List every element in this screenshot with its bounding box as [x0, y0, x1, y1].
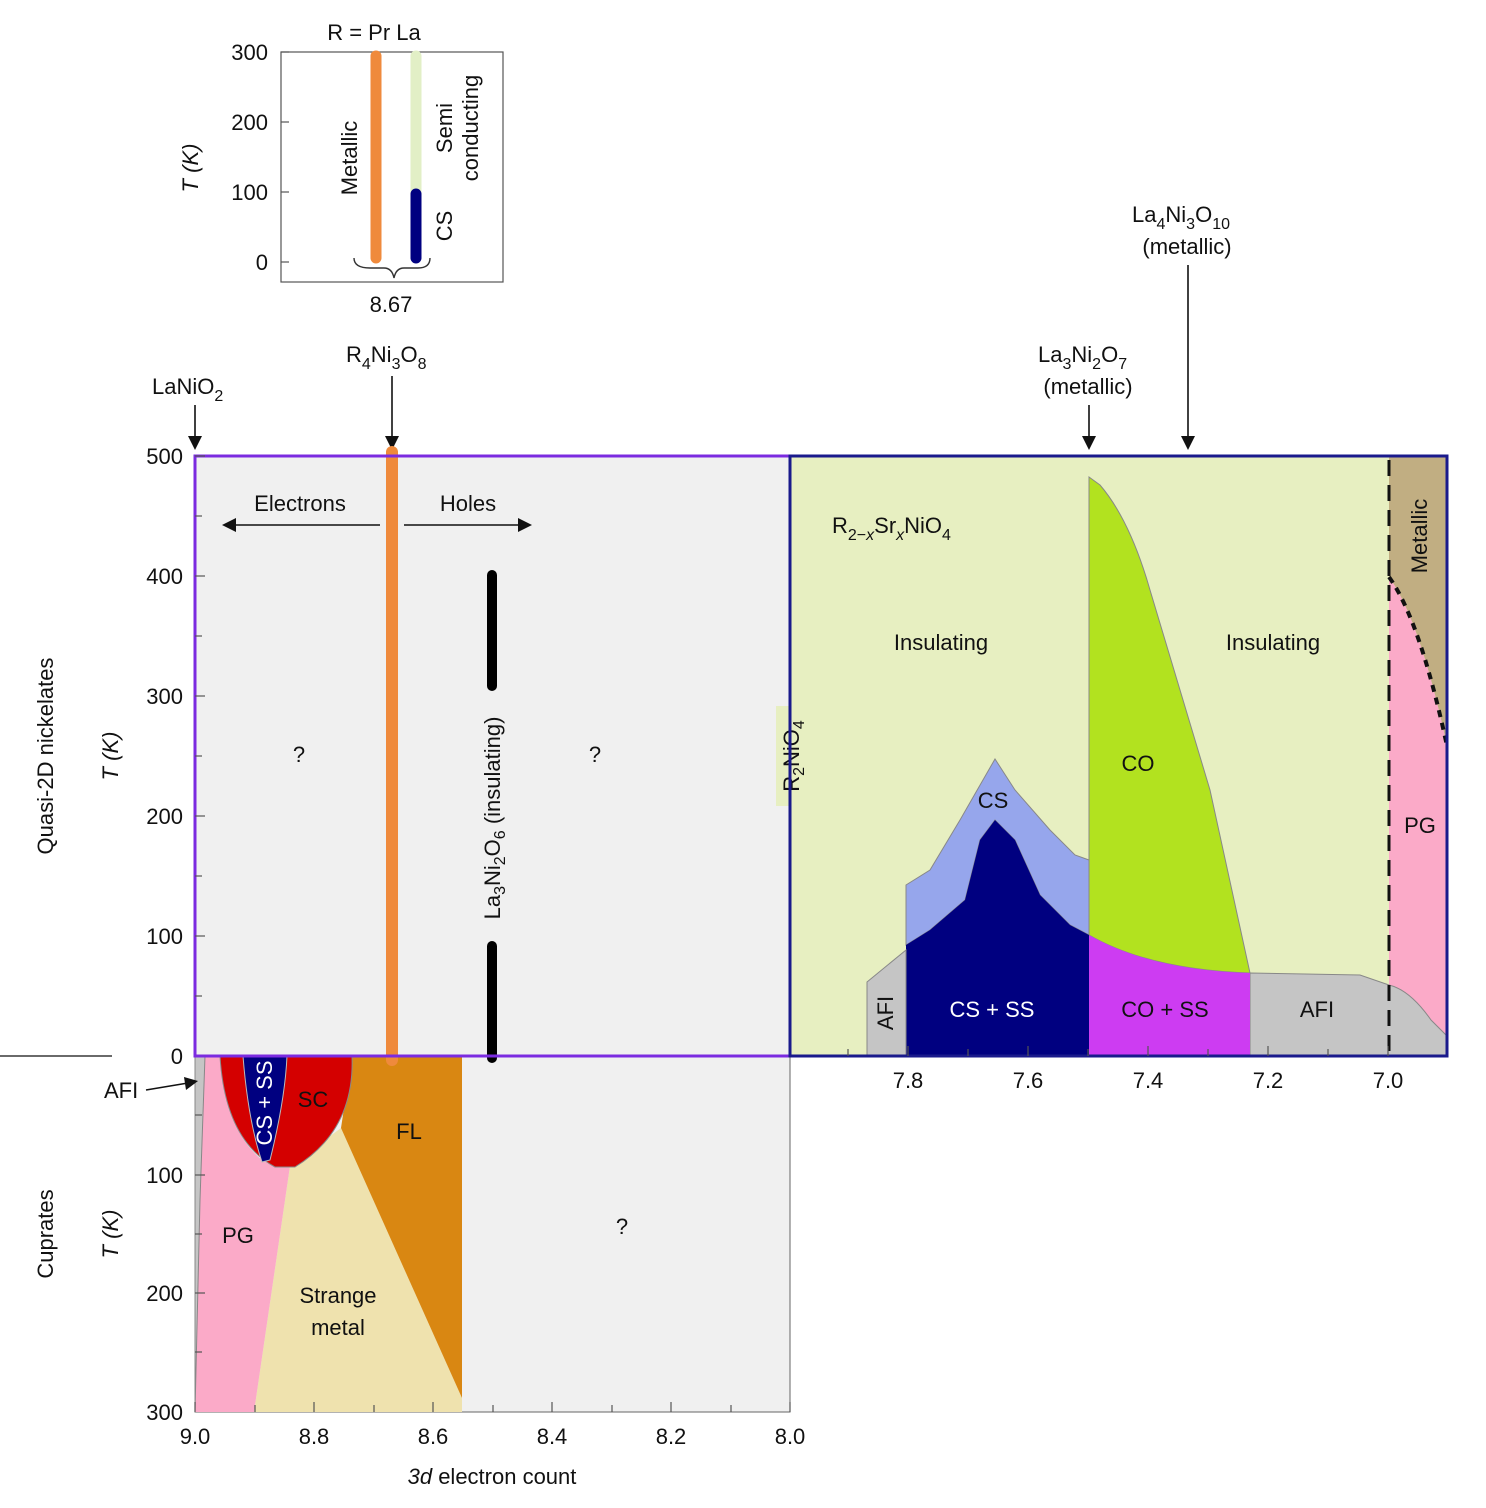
coss-region — [1089, 935, 1250, 1056]
afi-label-right: AFI — [1300, 997, 1334, 1022]
inset-semi-label-1: Semi — [432, 103, 457, 153]
x-axis-label: 3d electron count — [408, 1464, 577, 1489]
bottom-x-tick-8.8: 8.8 — [299, 1424, 330, 1449]
metallic-region — [1389, 456, 1447, 746]
co-ss-label: CO + SS — [1121, 997, 1208, 1022]
inset-y-label: T (K) — [178, 144, 203, 193]
top-y-tick-200: 200 — [146, 804, 183, 829]
fl-region — [341, 1056, 462, 1398]
bottom-y-tick-300: 300 — [146, 1400, 183, 1425]
inset-y-ticks — [281, 51, 289, 263]
co-label: CO — [1122, 751, 1155, 776]
insulating-label-2: Insulating — [1226, 630, 1320, 655]
la327-label: La3Ni2O7 — [1038, 342, 1127, 373]
inset-tick-100: 100 — [231, 180, 268, 205]
rsr-panel: R2−xSrxNiO4 Insulating Insulating CO CS … — [776, 456, 1449, 1057]
la327-arrow-icon — [1082, 436, 1096, 450]
holes-label: Holes — [440, 491, 496, 516]
inset-title: R = Pr La — [327, 20, 421, 45]
bottom-y-label: T (K) — [98, 1210, 123, 1259]
pg-dotted-boundary — [1387, 575, 1449, 747]
right-x-tick-7.6: 7.6 — [1013, 1068, 1044, 1093]
fl-label: FL — [396, 1119, 422, 1144]
inset-semi-label-2: conducting — [458, 75, 483, 181]
la4310-note: (metallic) — [1142, 234, 1231, 259]
right-x-axis: 7.8 7.6 7.4 7.2 7.0 — [847, 1046, 1404, 1093]
bottom-group-label: Cuprates — [33, 1189, 58, 1278]
top-group-label: Quasi-2D nickelates — [33, 658, 58, 855]
bottom-y-tick-200: 200 — [146, 1281, 183, 1306]
cuprate-panel: SC CS + SS FL PG Strange metal ? AFI — [104, 1055, 791, 1413]
inset-brace — [353, 257, 431, 279]
cs-label: CS — [978, 788, 1009, 813]
bottom-x-tick-9.0: 9.0 — [180, 1424, 211, 1449]
cs-ss-region-cuprate — [242, 1055, 288, 1163]
right-x-tick-7.0: 7.0 — [1373, 1068, 1404, 1093]
inset-cs-label: CS — [432, 211, 457, 242]
compound-annotations: LaNiO2 R4Ni3O8 La3Ni2O7 (metallic) La4Ni… — [152, 202, 1232, 450]
strange-metal-region — [254, 1128, 462, 1412]
top-y-tick-0: 0 — [171, 1044, 183, 1069]
r438-label: R4Ni3O8 — [346, 342, 427, 373]
question-cuprate: ? — [616, 1214, 628, 1239]
right-x-tick-7.2: 7.2 — [1253, 1068, 1284, 1093]
bottom-x-tick-8.0: 8.0 — [775, 1424, 806, 1449]
lanio2-arrow-icon — [188, 436, 202, 450]
cs-ss-label: CS + SS — [950, 997, 1035, 1022]
pg-label-cuprate: PG — [222, 1223, 254, 1248]
bottom-x-tick-8.4: 8.4 — [537, 1424, 568, 1449]
bottom-x-tick-8.6: 8.6 — [418, 1424, 449, 1449]
electrons-arrow-icon — [222, 518, 236, 532]
holes-arrow-icon — [518, 518, 532, 532]
top-y-tick-500: 500 — [146, 444, 183, 469]
strange-metal-label-1: Strange — [299, 1283, 376, 1308]
rsr-formula: R2−xSrxNiO4 — [832, 513, 951, 544]
inset-metallic-label: Metallic — [337, 121, 362, 196]
la327-note: (metallic) — [1043, 374, 1132, 399]
afi-label-cuprate: AFI — [104, 1078, 138, 1103]
metallic-label-right: Metallic — [1407, 499, 1432, 574]
afi-label-left: AFI — [873, 996, 898, 1030]
inset-tick-0: 0 — [256, 250, 268, 275]
strange-metal-label-2: metal — [311, 1315, 365, 1340]
right-x-tick-7.4: 7.4 — [1133, 1068, 1164, 1093]
r438-arrow-icon — [385, 436, 399, 450]
afi-arrow-icon — [184, 1077, 198, 1090]
la4310-arrow-icon — [1181, 436, 1195, 450]
question-left: ? — [293, 742, 305, 767]
lanio2-label: LaNiO2 — [152, 374, 223, 405]
insulating-label-1: Insulating — [894, 630, 988, 655]
top-y-label: T (K) — [98, 732, 123, 781]
pg-region-cuprate — [195, 1056, 290, 1412]
top-y-axis: Quasi-2D nickelates T (K) 500 400 300 20… — [33, 444, 205, 1069]
bottom-x-tick-8.2: 8.2 — [656, 1424, 687, 1449]
inset-x-tick: 8.67 — [370, 292, 413, 317]
inset-panel: R = Pr La T (K) 300 200 100 0 Metallic S… — [178, 20, 504, 317]
pg-label-right: PG — [1404, 813, 1436, 838]
inset-tick-200: 200 — [231, 110, 268, 135]
top-y-tick-300: 300 — [146, 684, 183, 709]
right-x-tick-7.8: 7.8 — [893, 1068, 924, 1093]
top-y-tick-100: 100 — [146, 924, 183, 949]
top-y-tick-400: 400 — [146, 564, 183, 589]
sc-label: SC — [298, 1087, 329, 1112]
bottom-y-axis: Cuprates T (K) 100 200 300 — [33, 1114, 205, 1425]
cs-ss-label-cuprate: CS + SS — [252, 1061, 277, 1146]
r2nio4-label: R2NiO4 — [779, 720, 808, 792]
question-mid: ? — [589, 742, 601, 767]
inset-tick-300: 300 — [231, 40, 268, 65]
la4310-label: La4Ni3O10 — [1132, 202, 1230, 233]
electrons-label: Electrons — [254, 491, 346, 516]
navy-frame — [788, 454, 1449, 1058]
bottom-x-axis: 9.0 8.8 8.6 8.4 8.2 8.0 3d electron coun… — [180, 1402, 806, 1489]
inset-frame — [280, 51, 504, 283]
la326-label: La3Ni2O6 (insulating) — [480, 717, 509, 920]
bottom-y-tick-100: 100 — [146, 1163, 183, 1188]
cs-ss-region — [906, 820, 1089, 1056]
